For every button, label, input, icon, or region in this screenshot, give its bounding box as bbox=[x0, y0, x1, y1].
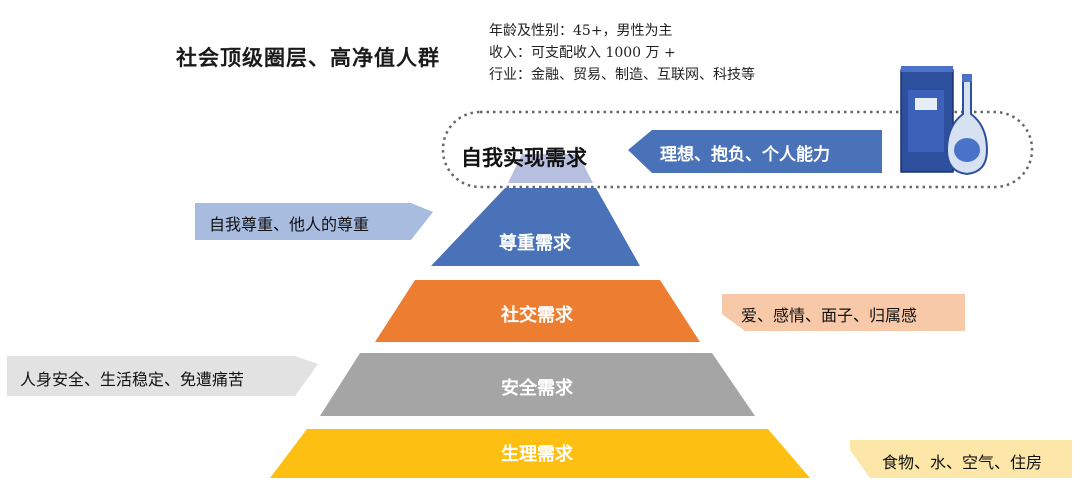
level-label-physiological: 生理需求 bbox=[501, 444, 573, 465]
pyramid-level-esteem bbox=[431, 188, 640, 266]
callout-safety bbox=[7, 356, 318, 396]
callout-text-self-actualization: 理想、抱负、个人能力 bbox=[660, 145, 830, 165]
level-label-self-actualization: 自我实现需求 bbox=[461, 146, 587, 170]
liquor-bottle-gift-box-image bbox=[900, 66, 989, 176]
pyramid-level-physiological bbox=[270, 429, 810, 478]
pyramid-level-safety bbox=[320, 353, 755, 416]
callout-text-physiological: 食物、水、空气、住房 bbox=[882, 453, 1043, 472]
callout-text-social: 爱、感情、面子、归属感 bbox=[741, 306, 918, 325]
pyramid-level-social bbox=[375, 280, 700, 342]
callout-text-esteem: 自我尊重、他人的尊重 bbox=[209, 215, 370, 234]
callout-self-actualization bbox=[628, 130, 882, 173]
level-label-esteem: 尊重需求 bbox=[499, 233, 571, 254]
top-tier-highlight-outline bbox=[441, 110, 1034, 189]
profile-income: 收入：可支配收入 1000 万 + bbox=[489, 45, 676, 61]
page-title: 社会顶级圈层、高净值人群 bbox=[176, 46, 440, 70]
level-label-social: 社交需求 bbox=[501, 305, 573, 326]
target-profile-info: 年龄及性别：45+，男性为主 收入：可支配收入 1000 万 + 行业：金融、贸… bbox=[489, 20, 755, 86]
callout-text-safety: 人身安全、生活稳定、免遭痛苦 bbox=[20, 370, 245, 389]
profile-industry: 行业：金融、贸易、制造、互联网、科技等 bbox=[489, 67, 755, 83]
callout-social bbox=[722, 294, 965, 331]
profile-age-gender: 年龄及性别：45+，男性为主 bbox=[489, 23, 673, 39]
callout-esteem bbox=[195, 203, 433, 240]
callout-physiological bbox=[850, 440, 1072, 478]
pyramid-level-self-actualization bbox=[508, 154, 593, 183]
level-label-safety: 安全需求 bbox=[501, 378, 573, 399]
